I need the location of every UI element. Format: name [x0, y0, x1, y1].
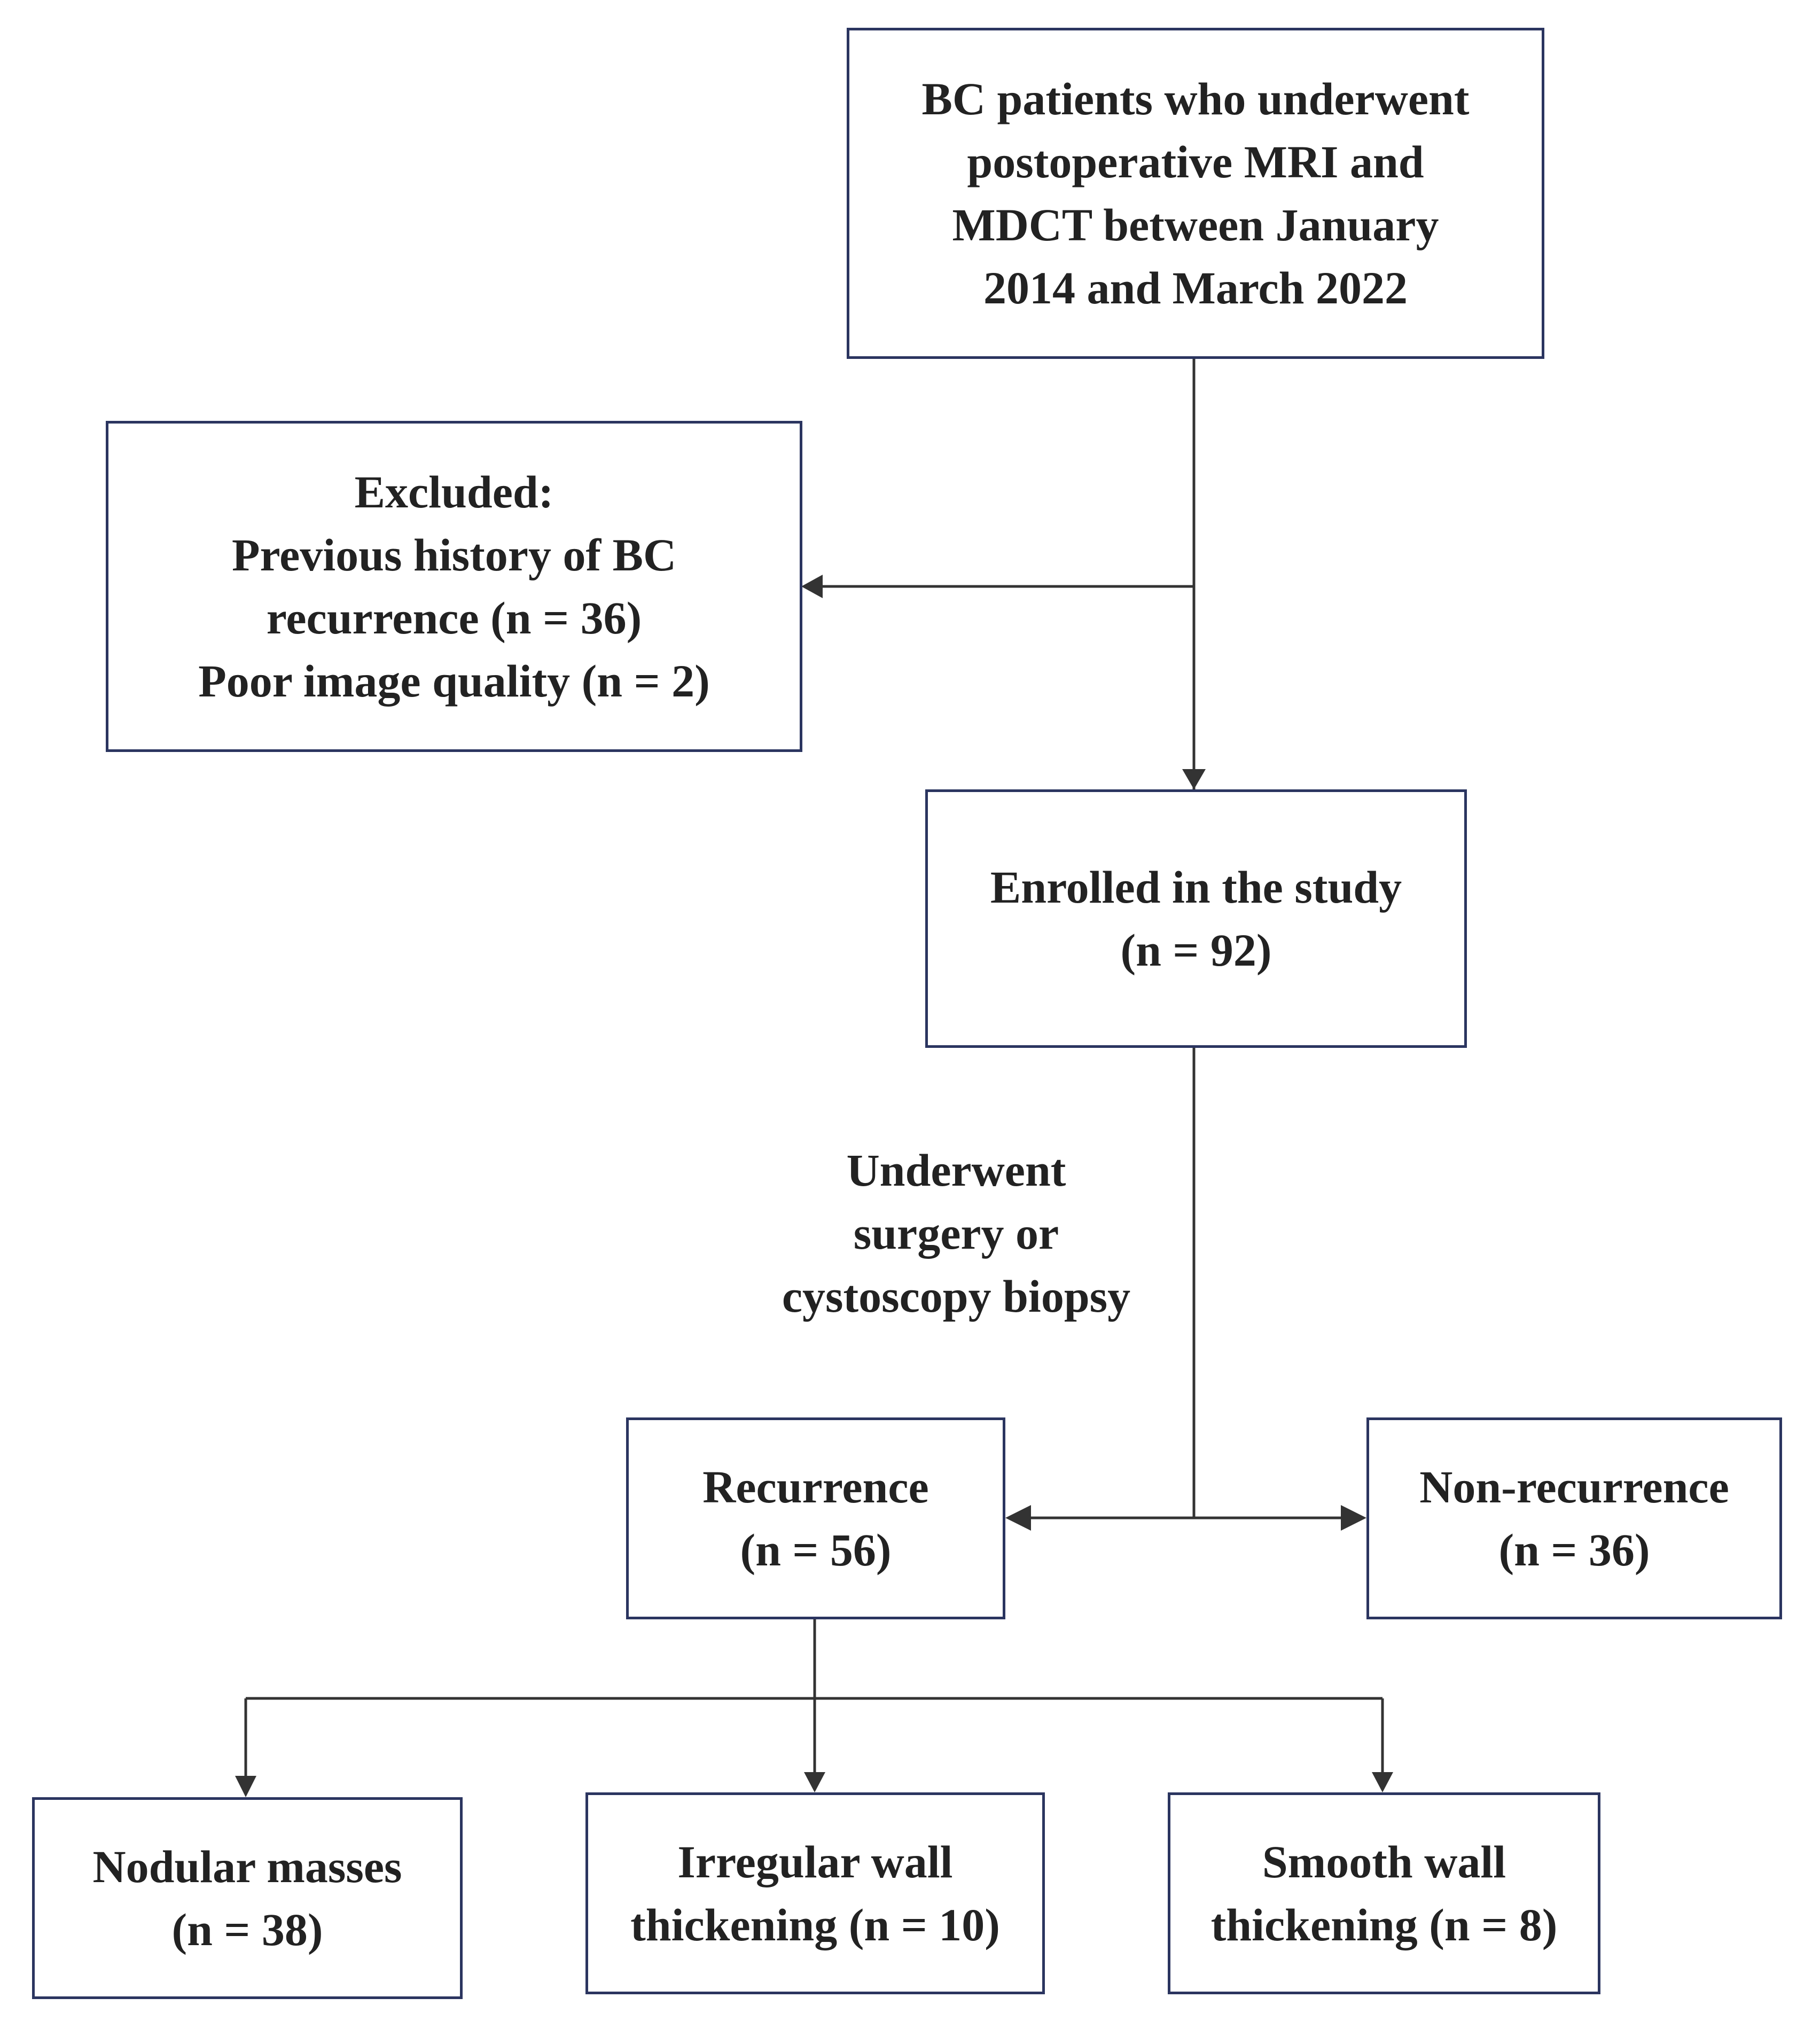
- recurrence-line-2: (n = 56): [740, 1524, 892, 1576]
- smooth-line-1: Smooth wall: [1262, 1836, 1506, 1887]
- start-box: BC patients who underwent postoperative …: [847, 28, 1544, 359]
- arrowhead-nodular: [235, 1776, 256, 1797]
- non-recurrence-box: Non-recurrence (n = 36): [1366, 1417, 1782, 1619]
- excluded-line-1: Excluded:: [354, 466, 554, 518]
- smooth-box: Smooth wall thickening (n = 8): [1168, 1792, 1600, 1994]
- non-recurrence-line-1: Non-recurrence: [1419, 1461, 1729, 1513]
- enrolled-line-2: (n = 92): [1120, 925, 1272, 976]
- arrowhead-recurrence: [1005, 1505, 1031, 1531]
- enrolled-box: Enrolled in the study (n = 92): [925, 789, 1467, 1048]
- excluded-line-3: recurrence (n = 36): [266, 592, 642, 644]
- arrowhead-non-recurrence: [1341, 1505, 1366, 1531]
- arrowhead-excluded: [801, 575, 823, 598]
- excluded-line-4: Poor image quality (n = 2): [198, 655, 710, 707]
- irregular-box: Irregular wall thickening (n = 10): [585, 1792, 1045, 1994]
- excluded-box: Excluded: Previous history of BC recurre…: [106, 421, 802, 752]
- edge-label-line-1: Underwent: [846, 1145, 1066, 1196]
- nodular-line-1: Nodular masses: [92, 1841, 402, 1892]
- edge-label-line-3: cystoscopy biopsy: [782, 1271, 1131, 1322]
- recurrence-box: Recurrence (n = 56): [626, 1417, 1005, 1619]
- arrowhead-irregular: [804, 1772, 825, 1792]
- edge-label-procedure: Underwent surgery or cystoscopy biopsy: [737, 1139, 1175, 1328]
- enrolled-line-1: Enrolled in the study: [990, 861, 1402, 913]
- smooth-line-2: thickening (n = 8): [1210, 1899, 1558, 1950]
- start-line-3: MDCT between January: [952, 199, 1439, 250]
- start-line-2: postoperative MRI and: [967, 136, 1424, 187]
- recurrence-line-1: Recurrence: [702, 1461, 929, 1513]
- irregular-line-2: thickening (n = 10): [630, 1899, 1000, 1950]
- start-line-1: BC patients who underwent: [921, 73, 1470, 124]
- edge-label-line-2: surgery or: [853, 1208, 1059, 1259]
- excluded-line-2: Previous history of BC: [231, 529, 677, 581]
- irregular-line-1: Irregular wall: [677, 1836, 953, 1887]
- nodular-box: Nodular masses (n = 38): [32, 1797, 463, 1999]
- arrowhead-smooth: [1372, 1772, 1393, 1792]
- start-line-4: 2014 and March 2022: [983, 262, 1408, 314]
- arrowhead-enrolled: [1182, 769, 1206, 789]
- non-recurrence-line-2: (n = 36): [1498, 1524, 1650, 1576]
- nodular-line-2: (n = 38): [171, 1904, 323, 1955]
